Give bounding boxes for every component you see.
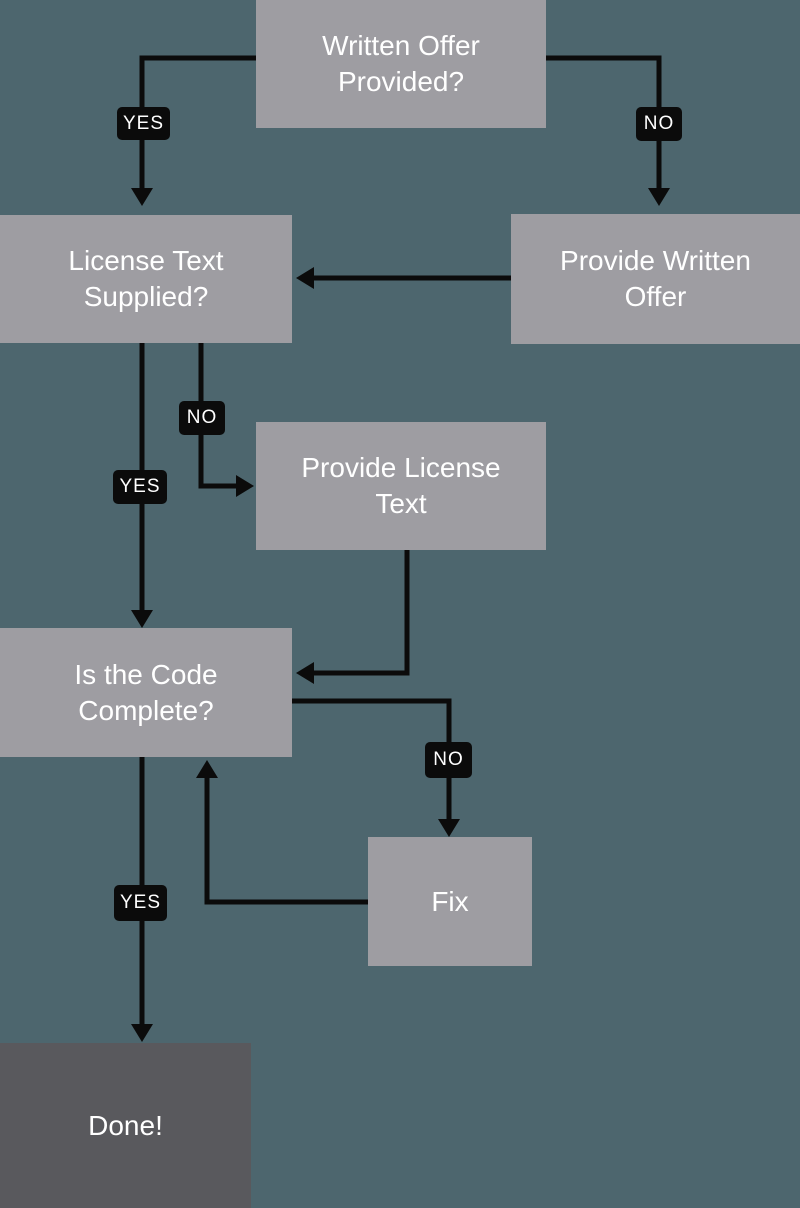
edge-label-code-complete-no: NO	[425, 742, 472, 778]
node-done: Done!	[0, 1043, 251, 1208]
edge-label-code-complete-yes: YES	[114, 885, 167, 921]
node-label: Provide Written Offer	[560, 245, 751, 312]
node-label: License Text Supplied?	[68, 245, 224, 312]
node-label: Is the Code Complete?	[74, 658, 218, 726]
arrow-fix-loop-to-code-complete	[196, 760, 368, 905]
arrow-provide-license-text-to-code-complete	[296, 550, 410, 684]
edge-label-license-text-no: NO	[179, 401, 225, 435]
node-label: Fix	[431, 885, 469, 917]
node-label: Done!	[88, 1109, 163, 1141]
node-is-the-code-complete: Is the Code Complete?	[0, 628, 292, 757]
node-provide-written-offer: Provide Written Offer	[511, 214, 800, 344]
arrow-provide-written-offer-to-license-text	[296, 267, 511, 289]
arrow-written-offer-yes	[131, 55, 256, 206]
node-label: Provide License Text	[301, 452, 501, 519]
arrow-written-offer-no	[546, 55, 670, 206]
arrow-code-complete-no	[292, 698, 460, 837]
node-license-text-supplied: License Text Supplied?	[0, 215, 292, 343]
edge-label-written-offer-no: NO	[636, 107, 682, 141]
node-label: Written Offer Provided?	[322, 30, 480, 97]
node-written-offer-provided: Written Offer Provided?	[256, 0, 546, 128]
edge-label-written-offer-yes: YES	[117, 107, 170, 140]
arrow-license-text-no	[198, 343, 254, 497]
edge-label-license-text-yes: YES	[113, 470, 167, 504]
node-fix: Fix	[368, 837, 532, 966]
node-provide-license-text: Provide License Text	[256, 422, 546, 550]
